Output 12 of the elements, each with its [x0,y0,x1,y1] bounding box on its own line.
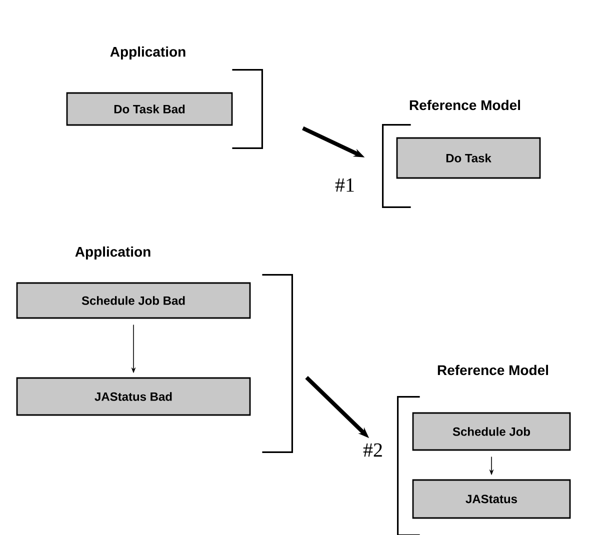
process-box: Schedule Job Bad [16,282,251,319]
edge-label: #2 [363,443,382,457]
edge-label: #1 [335,178,354,192]
process-box: JAStatus Bad [16,377,251,416]
group-heading: Reference Model [438,364,548,376]
group-heading: Application [110,46,186,60]
process-box: Do Task [396,137,541,179]
process-box: Schedule Job [412,412,571,451]
group-heading: Application [75,246,150,260]
process-box: JAStatus [412,479,571,519]
process-box: Do Task Bad [66,92,233,126]
group-heading: Reference Model [410,100,520,110]
